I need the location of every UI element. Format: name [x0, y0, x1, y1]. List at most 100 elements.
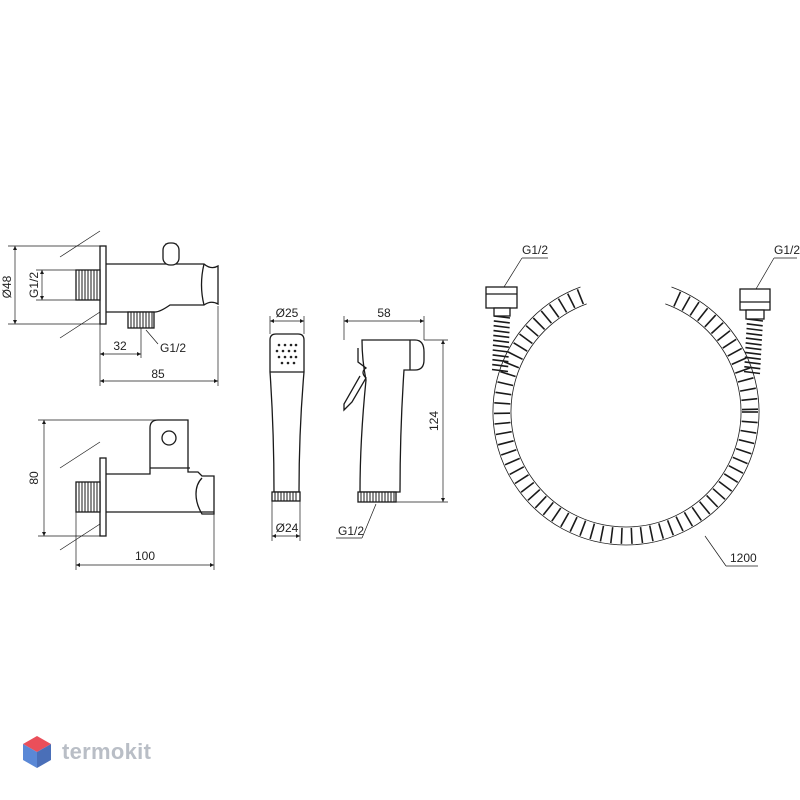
hose-rib — [732, 456, 748, 465]
hose-rib — [589, 523, 596, 540]
hose-rib — [500, 449, 517, 456]
thread-hatch-side — [78, 482, 98, 512]
diameter-48-label: Ø48 — [0, 275, 14, 298]
hose-rib — [744, 356, 761, 360]
hose-rib — [579, 520, 587, 536]
height-124-label: 124 — [427, 411, 441, 431]
sprayer-thread-label: G1/2 — [338, 524, 364, 538]
hose-rib — [735, 366, 751, 374]
hose-rib — [673, 291, 682, 307]
hose-rib — [532, 317, 546, 330]
hose-rib — [494, 421, 511, 425]
hose-rib — [741, 397, 758, 402]
hose-rib — [718, 480, 733, 492]
hose-rib — [560, 512, 570, 528]
hose-rib — [520, 481, 535, 493]
hose-rib — [745, 342, 762, 346]
sprayer-front-view: Ø25 Ø24 — [269, 306, 305, 541]
hose-rib — [639, 527, 644, 544]
hose-rib — [745, 337, 762, 341]
hose-rib — [697, 307, 709, 322]
hose-rib — [566, 293, 576, 309]
hose-rib — [491, 368, 509, 373]
hose-rib — [542, 501, 554, 516]
hose-rib — [689, 301, 700, 316]
hose-rib — [504, 457, 521, 466]
hose-rib — [710, 322, 724, 335]
hose-contour — [510, 303, 742, 528]
hose-thread-left-label: G1/2 — [522, 243, 548, 257]
hose-rib — [681, 296, 691, 311]
holder-top-view: Ø48 G1/2 32 G1/2 85 — [0, 230, 219, 386]
hose-rib — [746, 327, 763, 332]
diameter-24-label: Ø24 — [276, 521, 299, 535]
hose-rib — [492, 358, 509, 363]
hose-thread-right-label: G1/2 — [774, 243, 800, 257]
hose-rib — [739, 387, 756, 392]
hose-rib — [706, 494, 719, 508]
hose-rib — [744, 361, 761, 365]
hose-rib — [683, 511, 694, 527]
hose-rib — [492, 354, 509, 358]
hose-rib — [738, 438, 755, 445]
hose-rib — [508, 351, 523, 361]
hose-rib — [492, 363, 509, 368]
watermark-brand-text: termokit — [62, 739, 152, 764]
offset-32-label: 32 — [113, 339, 127, 353]
hose-rib — [648, 525, 654, 542]
diameter-25-label: Ø25 — [276, 306, 299, 320]
hose-rib — [503, 360, 520, 369]
hose-rib — [540, 310, 553, 324]
height-80-label: 80 — [27, 471, 41, 485]
length-100-label: 100 — [135, 549, 155, 563]
hose-rib — [658, 523, 665, 539]
hose-rib — [716, 330, 731, 342]
hose-rib — [494, 402, 511, 405]
thread-hatch-sprayer-front — [274, 492, 297, 501]
termokit-watermark: termokit — [22, 735, 151, 769]
hose-rib — [735, 447, 752, 455]
hose-rib — [513, 342, 528, 352]
hose-rib — [493, 334, 510, 339]
thread-hatch-sprayer-side — [360, 492, 395, 502]
length-85-label: 85 — [151, 367, 165, 381]
hose-rib — [746, 323, 763, 327]
hose-rib — [534, 495, 547, 509]
hose-rib — [548, 303, 560, 318]
hose-rib — [493, 324, 510, 329]
hose-rib — [514, 474, 529, 485]
hose-rib — [497, 381, 514, 387]
hose-rib — [741, 420, 758, 424]
hose-rib — [745, 351, 762, 356]
hose-rib — [576, 289, 585, 305]
hose-rib — [527, 489, 541, 501]
hose-rib — [569, 516, 578, 532]
thread-left-label: G1/2 — [27, 272, 41, 298]
termokit-logo-icon — [23, 736, 51, 768]
thread-hatch-left — [78, 270, 98, 300]
hose-rib — [737, 377, 754, 383]
hose-rib — [500, 370, 516, 378]
hose-rib — [610, 527, 614, 544]
hose-rib — [723, 473, 739, 483]
hose-rib — [495, 430, 512, 436]
hose-rib — [525, 325, 539, 337]
hose-rib — [493, 320, 510, 324]
hose-rib — [620, 527, 623, 544]
hose-rib — [599, 525, 605, 542]
width-58-label: 58 — [377, 306, 391, 320]
hose-rib — [509, 466, 525, 476]
hose-rib — [551, 507, 562, 522]
hose-rib — [712, 488, 726, 500]
hose-rib — [698, 501, 711, 515]
sprayer-nozzle-holes — [275, 343, 298, 365]
hose-rib — [675, 516, 684, 532]
holder-side-view: 80 100 — [27, 419, 215, 570]
sprayer-side-view: 58 124 G1/2 — [336, 306, 448, 539]
hose-view: G1/2 G1/2 1200 — [485, 243, 800, 567]
hose-rib — [728, 464, 744, 474]
hose-rib — [497, 440, 514, 446]
hose-rib — [666, 520, 675, 536]
hose-rib — [691, 506, 702, 521]
